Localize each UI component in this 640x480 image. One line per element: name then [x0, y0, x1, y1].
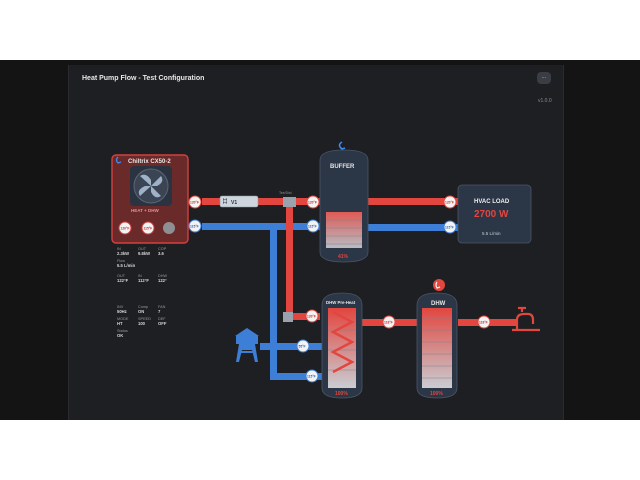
preheat-in-temp: 120°F [307, 315, 316, 319]
hot-down-pipe [286, 200, 293, 320]
dhw-title: DHW [431, 301, 446, 307]
buffer-fill-level [326, 212, 362, 248]
preheat-return-temp: 115°F [307, 375, 316, 379]
dhw-preheat-tank[interactable]: DHW Pre-Heat 100% [321, 292, 363, 399]
hvac-load-card[interactable]: HVAC LOAD 2700 W 5.5 L/min [457, 184, 532, 244]
status-indicator [163, 222, 175, 234]
preheat-hot-inlet-pipe [286, 313, 320, 320]
hvac-flow: 5.5 L/min [482, 231, 501, 236]
dhw-in-temp: 118°F [384, 321, 393, 325]
hot-supply-pipe [202, 198, 322, 205]
preheat-cold-return-pipe [270, 373, 322, 380]
valve-v1[interactable]: V1 [219, 195, 259, 208]
cold-return-pipe [202, 223, 322, 230]
brand-logo-icon [115, 156, 122, 164]
hp-out-port [188, 195, 202, 209]
city-water-pipe [260, 343, 322, 350]
heat-exchanger-coil [330, 310, 355, 374]
hvac-supply-temp: 120°F [445, 201, 454, 205]
water-tower-icon [235, 328, 259, 362]
buffer-return-temp: 115°F [308, 225, 317, 229]
buffer-title: BUFFER [330, 164, 355, 170]
hvac-return-temp: 115°F [445, 226, 454, 230]
heat-pump-in-temp: 115°F [144, 227, 153, 231]
hvac-load-value: 2700 W [474, 209, 509, 220]
valve-icon [223, 198, 227, 204]
dhw-brand-icon [433, 279, 445, 291]
version-label: v1.0.0 [538, 98, 552, 104]
dhw-tank[interactable]: DHW 100% [416, 292, 458, 399]
buffer-inlet-temp: 120°F [308, 201, 317, 205]
preheat-title: DHW Pre-Heat [326, 300, 356, 305]
menu-button[interactable]: ⋯ [537, 72, 551, 84]
cold-down-pipe [270, 224, 277, 379]
heat-pump-name: Chiltrix CX50-2 [128, 159, 171, 165]
hp-out-port-temp: 120°F [190, 201, 199, 205]
tee-label: Tee/Dist [279, 191, 292, 195]
hp-in-port-temp: 115°F [190, 225, 199, 229]
tee-fitting [283, 197, 296, 207]
faucet-icon [512, 306, 540, 332]
preheat-percent: 100% [335, 391, 348, 397]
buffer-percent: 41% [338, 254, 349, 260]
dhw-percent: 100% [430, 391, 443, 397]
hvac-title: HVAC LOAD [474, 199, 510, 205]
dhw-out-temp: 118°F [479, 321, 488, 325]
heat-pump-unit[interactable]: Chiltrix CX50-2 HEAT + DHW 120°F 115°F [111, 154, 189, 244]
dhw-fill-level [422, 308, 452, 388]
buffer-brand-icon [338, 141, 346, 150]
elbow-fitting [283, 312, 293, 322]
heat-pump-out-temp: 120°F [121, 227, 130, 231]
page-title: Heat Pump Flow - Test Configuration [82, 75, 205, 82]
hvac-return-pipe [368, 224, 460, 231]
hvac-supply-pipe [368, 198, 460, 205]
heat-pump-mode: HEAT + DHW [131, 208, 160, 213]
valve-label: V1 [231, 200, 237, 206]
hp-in-port [188, 219, 202, 233]
cold-water-temp: 55°F [299, 345, 306, 349]
buffer-tank[interactable]: BUFFER 41% [319, 149, 369, 263]
